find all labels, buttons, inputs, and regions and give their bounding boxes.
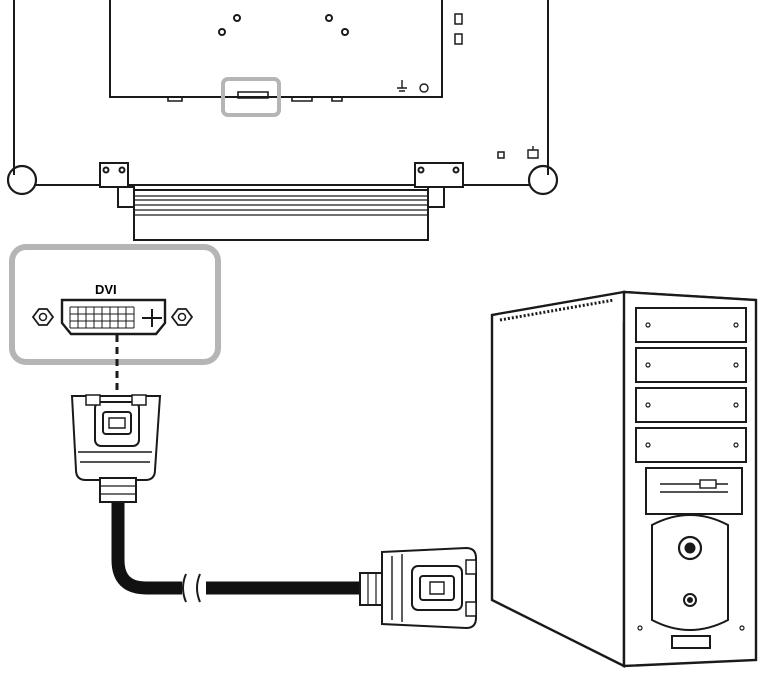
dvi-cable-icon [70, 394, 477, 630]
desktop-tower-icon [490, 290, 758, 668]
monitor-dvi-port-highlight [221, 77, 281, 117]
monitor-stand [99, 162, 464, 241]
dvi-port-icon [31, 298, 194, 336]
dvi-port-callout [9, 244, 221, 365]
dvi-port-label: DVI [95, 282, 117, 297]
monitor-back-panel-icon [6, 0, 559, 196]
